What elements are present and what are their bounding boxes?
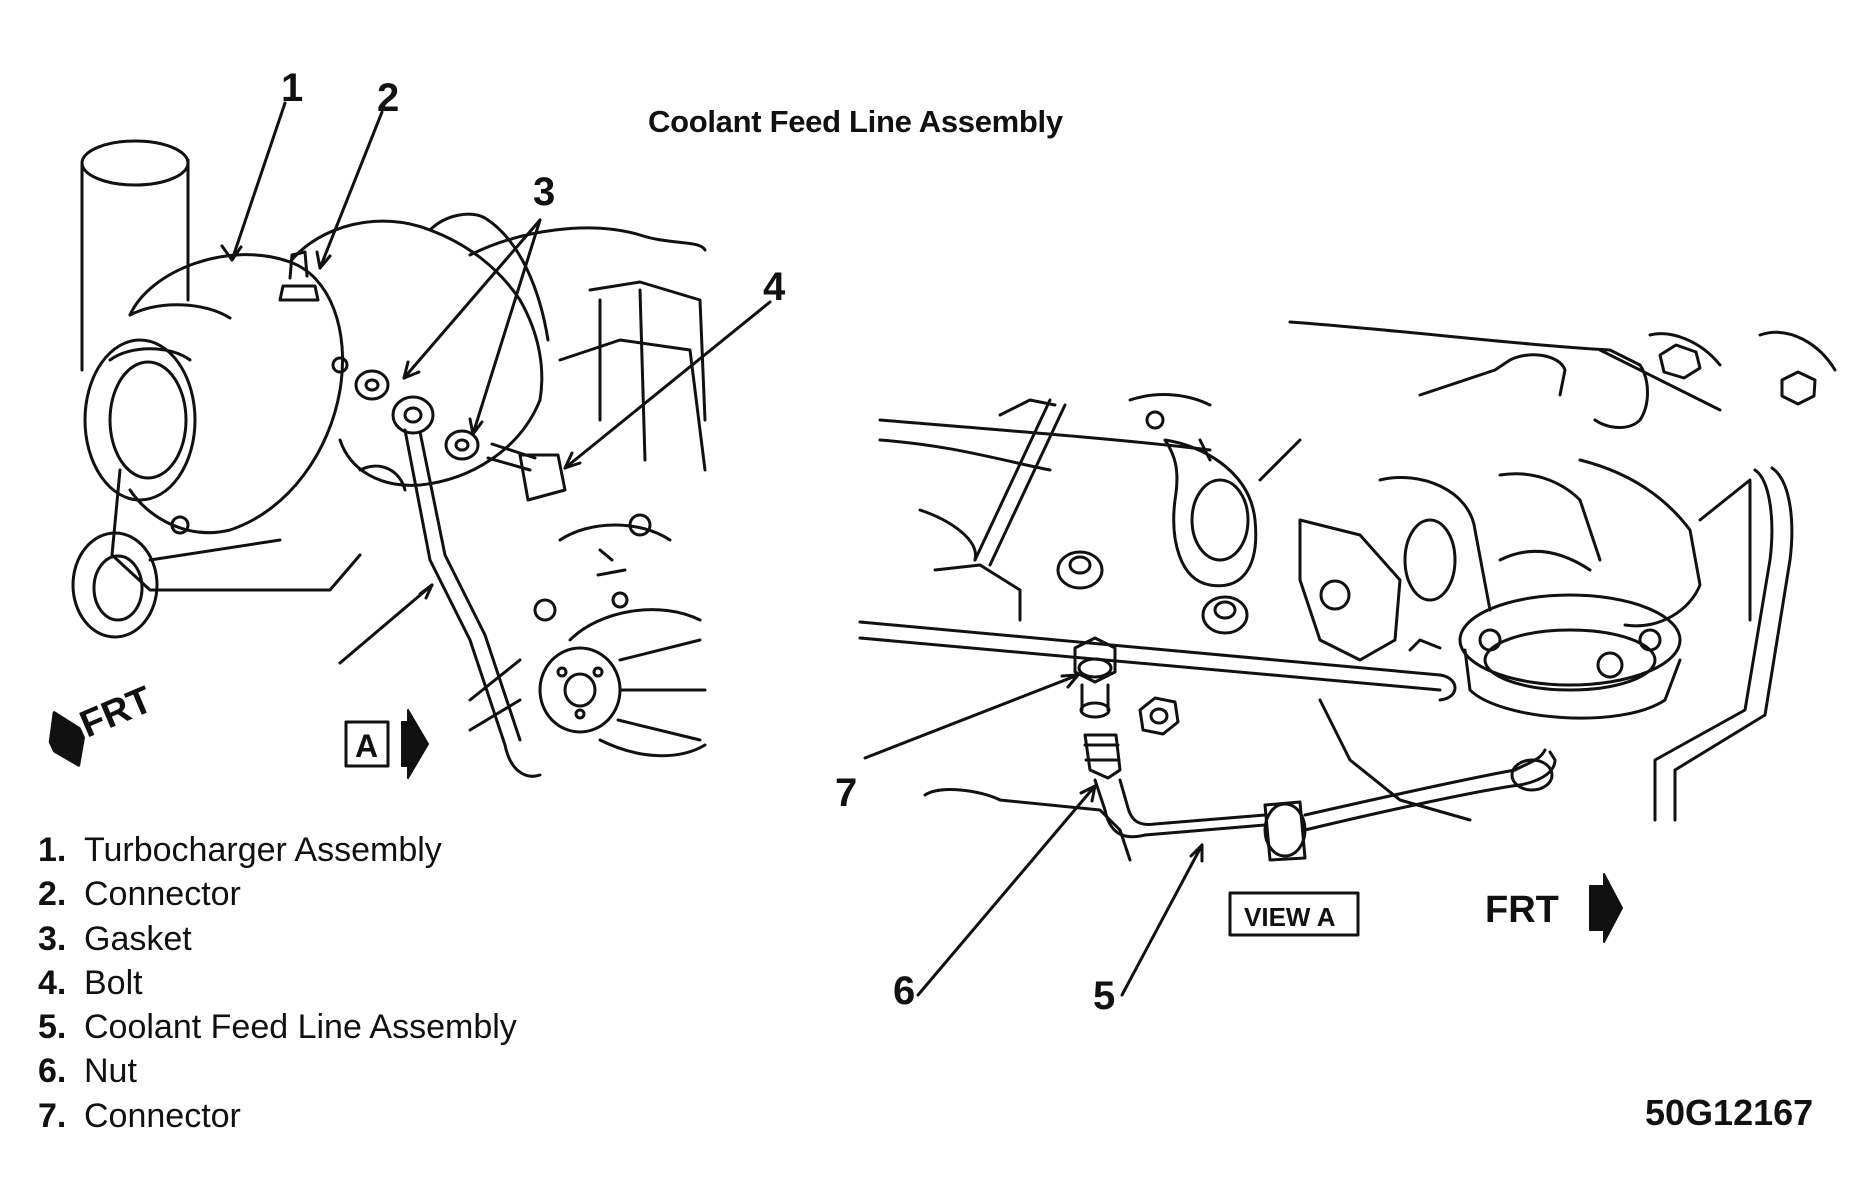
parts-legend: 1. Turbocharger Assembly 2. Connector 3. Ga… [38,828,517,1138]
left-callout-leaders [220,101,772,665]
legend-label: Gasket [84,919,192,958]
view-a-illustration [858,320,1837,862]
view-a-label: VIEW A [1244,902,1336,932]
legend-number: 4. [38,963,67,1002]
legend-item: 4. Bolt [38,961,517,1005]
front-direction-arrow-right [1589,873,1623,943]
legend-item: 1. Turbocharger Assembly [38,828,517,872]
view-marker-letter: A [355,728,378,764]
legend-number: 1. [38,831,67,869]
legend-number: 2. [38,875,67,914]
turbocharger-illustration [71,139,707,778]
legend-label: Connector [84,1096,241,1135]
view-a-label-box [1228,891,1360,937]
legend-item: 7. Connector [38,1094,517,1138]
legend-item: 6. Nut [38,1049,517,1093]
legend-item: 2. Connector [38,872,517,916]
callout-4: 4 [763,265,786,309]
direction-label-left: FRT [74,679,158,747]
legend-number: 3. [38,919,67,958]
legend-label: Turbocharger Assembly [84,831,442,869]
callout-3: 3 [533,170,555,214]
callout-2: 2 [377,76,399,120]
legend-item: 5. Coolant Feed Line Assembly [38,1005,517,1049]
callout-6: 6 [893,969,915,1013]
legend-number: 7. [38,1096,67,1135]
view-a-marker [344,709,429,779]
right-callout-leaders [863,673,1204,997]
figure-id: 50G12167 [1645,1092,1814,1133]
callout-1: 1 [281,66,303,110]
legend-number: 6. [38,1052,67,1091]
legend-number: 5. [38,1008,67,1047]
legend-label: Bolt [84,963,143,1002]
legend-item: 3. Gasket [38,917,517,961]
diagram-title: Coolant Feed Line Assembly [648,104,1063,139]
front-direction-arrow-left [48,711,85,767]
callout-5: 5 [1093,974,1115,1018]
legend-label: Connector [84,875,241,914]
legend-label: Nut [84,1052,137,1091]
callout-7: 7 [835,771,857,815]
direction-label-right: FRT [1485,889,1559,931]
legend-label: Coolant Feed Line Assembly [84,1008,517,1047]
